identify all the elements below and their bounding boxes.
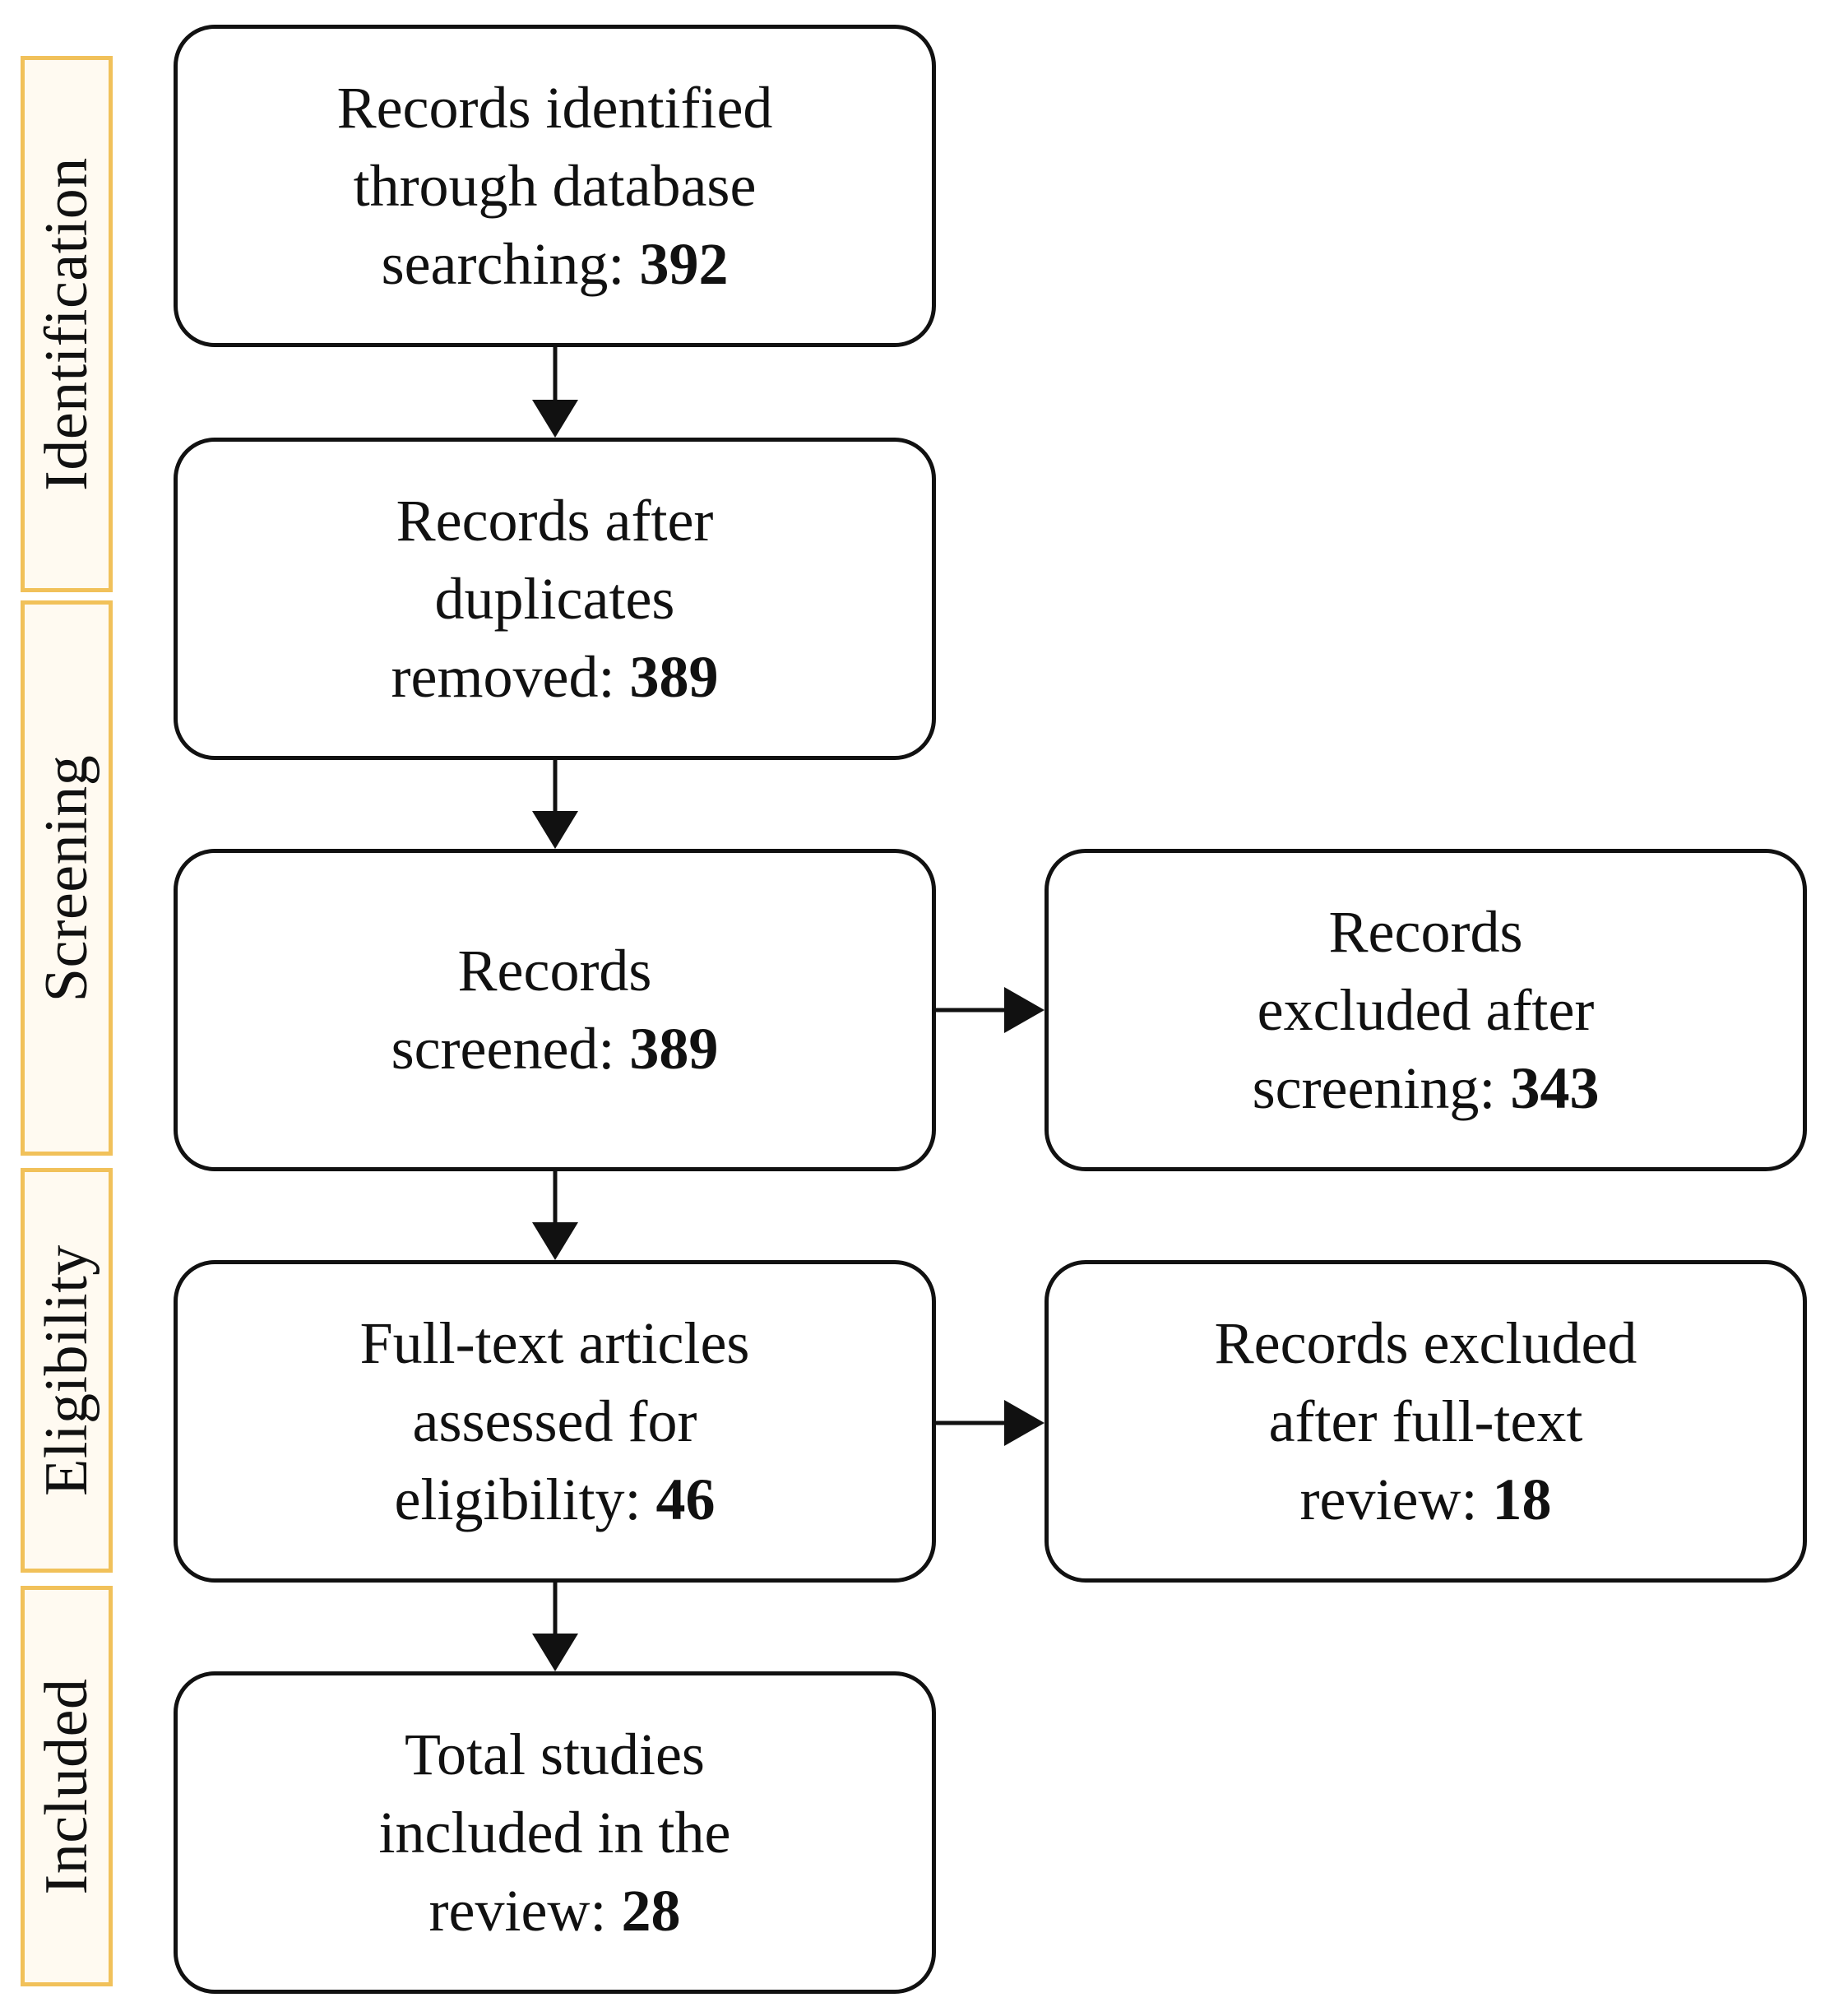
box-records-screened-line-1: Records — [457, 938, 652, 1003]
arrow-full-text-to-included — [532, 1583, 578, 1671]
box-records-screened-line-2: screened: — [391, 1016, 630, 1082]
box-records-excluded-after-screening: Records excluded after screening: 343 — [1045, 849, 1807, 1171]
arrow-identified-to-after-duplicates — [532, 347, 578, 438]
box-full-text-assessed-line-2: assessed for — [412, 1388, 697, 1454]
box-total-studies-included-line-3: review: — [428, 1877, 622, 1944]
box-records-excluded-after-full-text: Records excluded after full-text review:… — [1045, 1260, 1807, 1583]
box-records-excluded-after-full-text-line-3: review: — [1299, 1466, 1493, 1532]
box-records-identified-line-2: through database — [353, 152, 757, 219]
phase-eligibility: Eligibility — [21, 1168, 113, 1573]
phase-label-eligibility: Eligibility — [33, 1244, 100, 1496]
box-records-after-duplicates-line-1: Records after — [396, 487, 714, 554]
box-records-after-duplicates-line-3: removed: — [391, 643, 630, 710]
count-records-excluded-after-full-text: 18 — [1492, 1466, 1552, 1532]
box-records-excluded-after-screening-line-1: Records — [1328, 898, 1523, 965]
box-records-excluded-after-screening-line-2: excluded after — [1257, 976, 1595, 1043]
box-full-text-assessed-line-1: Full-text articles — [359, 1309, 750, 1376]
count-records-identified: 392 — [639, 230, 729, 297]
count-records-screened: 389 — [629, 1016, 719, 1082]
arrow-after-duplicates-to-screened — [532, 760, 578, 849]
count-records-after-duplicates: 389 — [629, 643, 719, 710]
box-records-identified-line-1: Records identified — [336, 74, 773, 141]
box-records-excluded-after-full-text-line-2: after full-text — [1268, 1388, 1583, 1454]
phase-label-included: Included — [33, 1678, 100, 1894]
box-records-screened: Records screened: 389 — [174, 849, 936, 1171]
phase-included: Included — [21, 1586, 113, 1986]
phase-screening: Screening — [21, 600, 113, 1156]
box-total-studies-included-line-2: included in the — [378, 1799, 731, 1865]
arrow-screened-to-full-text — [532, 1171, 578, 1260]
arrow-screened-to-excluded-screening — [936, 987, 1045, 1033]
count-full-text-assessed: 46 — [655, 1466, 716, 1532]
count-records-excluded-after-screening: 343 — [1510, 1054, 1600, 1121]
arrow-full-text-to-excluded-full-text — [936, 1400, 1045, 1446]
box-records-identified-line-3: searching: — [381, 230, 640, 297]
box-full-text-assessed-line-3: eligibility: — [394, 1466, 656, 1532]
phase-label-identification: Identification — [33, 157, 100, 491]
box-records-excluded-after-screening-line-3: screening: — [1252, 1054, 1511, 1121]
phase-label-screening: Screening — [33, 754, 100, 1002]
box-total-studies-included: Total studies included in the review: 28 — [174, 1671, 936, 1994]
count-total-studies-included: 28 — [621, 1877, 681, 1944]
box-records-after-duplicates-line-2: duplicates — [434, 565, 675, 632]
box-total-studies-included-line-1: Total studies — [405, 1721, 705, 1787]
box-records-excluded-after-full-text-line-1: Records excluded — [1214, 1309, 1637, 1376]
phase-identification: Identification — [21, 56, 113, 592]
box-full-text-assessed: Full-text articles assessed for eligibil… — [174, 1260, 936, 1583]
box-records-after-duplicates: Records after duplicates removed: 389 — [174, 438, 936, 760]
box-records-identified: Records identified through database sear… — [174, 25, 936, 347]
